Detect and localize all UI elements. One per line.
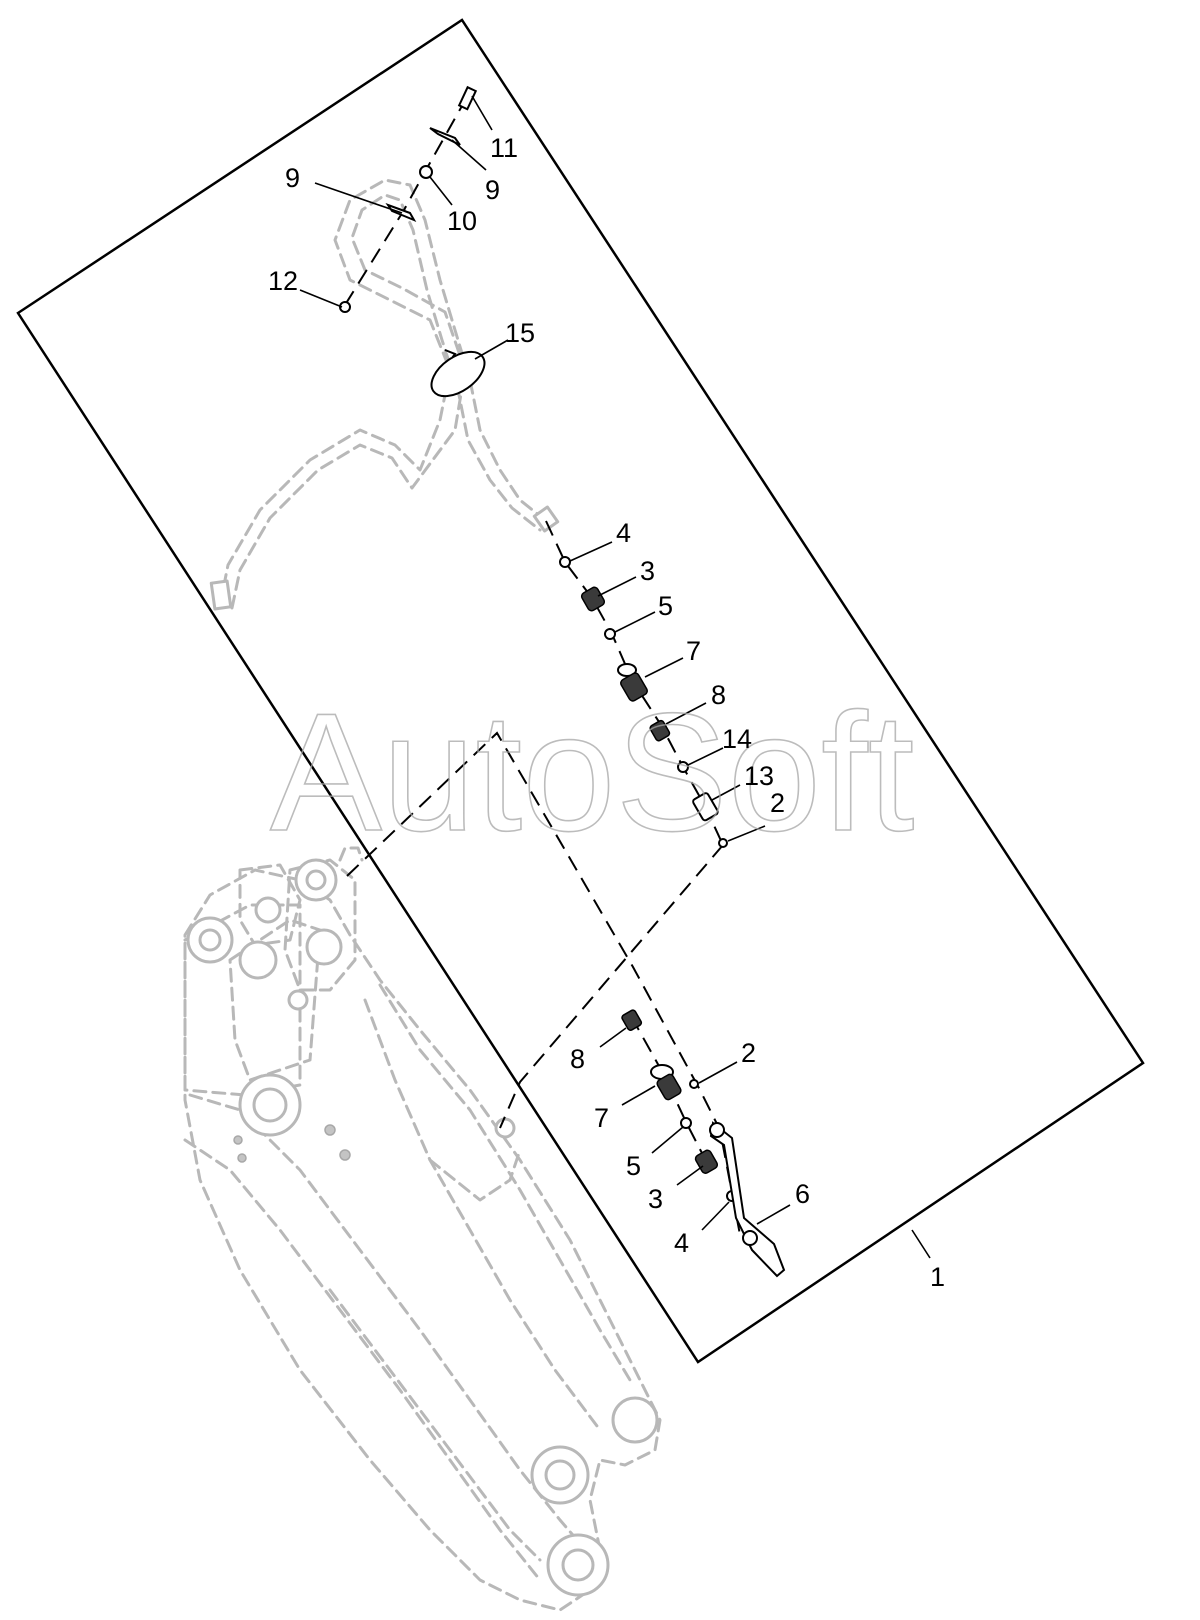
callout-6: 6 [795, 1179, 810, 1209]
assembly-centerlines [344, 96, 742, 1241]
callout-8-lower: 8 [570, 1044, 585, 1074]
leader-lines [299, 95, 931, 1259]
callout-1: 1 [930, 1262, 945, 1292]
bolt-part-11 [457, 85, 478, 111]
callout-7-upper: 7 [686, 636, 701, 666]
callout-8-upper: 8 [711, 680, 726, 710]
callout-9-right: 9 [485, 175, 500, 205]
coupler-part-7-upper [617, 663, 637, 677]
seal-part-2-upper [718, 838, 728, 848]
kit-boundary-box [16, 18, 1145, 1364]
fitting-part-3-upper [580, 586, 606, 612]
callout-2-lower: 2 [741, 1038, 756, 1068]
callout-14: 14 [722, 724, 752, 754]
watermark-text: AutoSoft [270, 678, 914, 866]
clamp-part-15 [430, 350, 486, 398]
boom-outline [183, 846, 662, 1612]
hose-routing-outline [209, 178, 560, 611]
callout-15: 15 [505, 318, 535, 348]
callout-3-lower: 3 [648, 1184, 663, 1214]
callout-2-upper: 2 [770, 788, 785, 818]
callout-5-lower: 5 [626, 1151, 641, 1181]
fitting-part-13 [692, 792, 719, 822]
callout-7-lower: 7 [594, 1103, 609, 1133]
callout-9-left: 9 [285, 163, 300, 193]
seal-part-2-lower [689, 1079, 699, 1089]
callout-13: 13 [744, 761, 774, 791]
tube-part-6 [709, 1121, 786, 1278]
callout-labels: 11 9 9 10 12 15 4 3 5 7 8 14 13 2 2 8 7 … [268, 133, 945, 1292]
callout-12: 12 [268, 266, 298, 296]
spacer-part-10 [419, 165, 433, 179]
coupler-body-part-7-lower [656, 1073, 682, 1101]
coupler-body-part-7-upper [620, 672, 648, 702]
parts [339, 85, 786, 1278]
adapter-part-8-lower [621, 1009, 643, 1031]
callout-4-upper: 4 [616, 518, 631, 548]
seal-part-4-upper [559, 556, 571, 568]
seal-part-5-lower [680, 1117, 692, 1129]
callout-10: 10 [447, 206, 477, 236]
callout-5-upper: 5 [658, 591, 673, 621]
callout-4-lower: 4 [674, 1228, 689, 1258]
adapter-part-8-upper [649, 719, 671, 742]
seal-part-14 [677, 761, 689, 773]
seal-part-5-upper [604, 628, 616, 640]
callout-3-upper: 3 [640, 556, 655, 586]
callout-11: 11 [490, 133, 518, 163]
